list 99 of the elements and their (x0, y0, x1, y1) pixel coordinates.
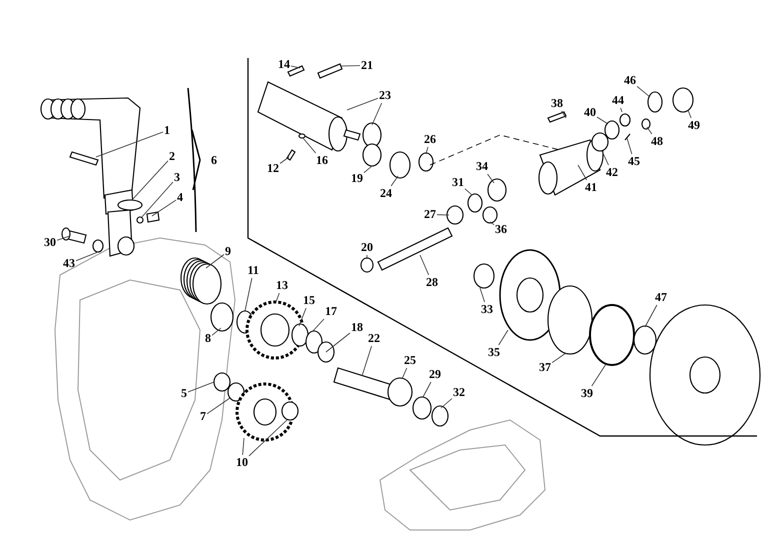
leader-line (602, 150, 609, 166)
callout-number: 41 (585, 180, 597, 194)
callout-number: 3 (174, 170, 180, 184)
leader-line (487, 174, 494, 184)
leader-line (290, 66, 300, 68)
leader-line (646, 126, 652, 134)
leader-line (96, 132, 164, 158)
leader-line (152, 200, 176, 216)
leader-line (390, 176, 398, 186)
callout-number: 48 (651, 134, 663, 148)
callout-number: 37 (539, 360, 551, 374)
leader-line (298, 308, 306, 326)
leader-line (422, 382, 432, 398)
callout-number: 7 (200, 410, 206, 422)
callout-number: 20 (361, 240, 373, 254)
leader-line (420, 254, 430, 276)
leader-line (688, 110, 692, 118)
callout-number: 34 (476, 160, 488, 172)
leader-line (76, 252, 98, 262)
callout-number: 22 (368, 332, 380, 344)
leader-line (248, 420, 288, 456)
callout-number: 46 (624, 74, 636, 86)
leader-line (346, 98, 378, 110)
callout-number: 21 (361, 58, 373, 72)
callout-number: 30 (44, 236, 56, 248)
callout-number: 11 (248, 264, 259, 276)
callout-number: 42 (606, 166, 618, 178)
callout-number: 36 (495, 222, 507, 236)
callout-number: 13 (276, 278, 288, 292)
callout-number: 2 (169, 150, 175, 162)
callout-number: 5 (181, 386, 187, 400)
leader-line (440, 398, 452, 408)
callout-number: 26 (424, 132, 436, 146)
leader-line (620, 108, 622, 112)
callout-number: 10 (236, 456, 248, 468)
leader-line (276, 292, 280, 302)
callout-number: 45 (628, 154, 640, 168)
leader-line (302, 138, 316, 154)
leader-line (402, 368, 408, 380)
leader-line (626, 138, 632, 154)
callout-number: 4 (177, 190, 183, 204)
callout-number: 29 (429, 368, 441, 380)
leader-line (326, 332, 350, 352)
callout-number: 39 (581, 386, 593, 400)
callout-number: 12 (267, 162, 279, 174)
leader-line (280, 156, 290, 164)
callout-number: 32 (453, 386, 465, 398)
leader-line (636, 86, 650, 98)
leader-line (206, 254, 224, 268)
leader-line (140, 182, 174, 218)
callout-number: 9 (225, 244, 231, 258)
leader-line (426, 146, 428, 154)
leader-line (498, 330, 508, 346)
leader-line (552, 352, 566, 364)
callout-number: 27 (424, 208, 436, 220)
callout-number: 44 (612, 94, 624, 106)
callout-number: 23 (379, 88, 391, 102)
callout-number: 8 (205, 332, 211, 344)
leader-line (372, 102, 382, 126)
callout-number: 35 (488, 346, 500, 358)
leader-line (132, 160, 168, 200)
leader-line (464, 188, 472, 196)
callout-number: 1 (164, 124, 170, 136)
callout-number: 18 (351, 320, 363, 334)
leader-line (206, 398, 230, 414)
leader-line (362, 346, 372, 376)
callout-number: 14 (278, 58, 290, 70)
leader-line (188, 382, 214, 392)
callout-number: 15 (303, 294, 315, 306)
leader-line (244, 278, 252, 312)
leader-line (591, 364, 606, 386)
callout-number: 16 (316, 154, 328, 166)
callout-number: 47 (655, 290, 667, 304)
leader-line (596, 116, 608, 124)
leader-line (364, 166, 372, 174)
callout-number: 49 (688, 118, 700, 132)
callout-number: 33 (481, 302, 493, 316)
leader-line (480, 288, 485, 302)
callout-number: 28 (426, 276, 438, 288)
callout-number: 6 (211, 154, 217, 166)
leader-line (340, 65, 360, 66)
callout-number: 25 (404, 354, 416, 366)
callout-number: 40 (584, 106, 596, 118)
leader-line (366, 254, 368, 260)
leader-line (56, 236, 70, 241)
leader-line (578, 164, 588, 180)
leader-line (490, 222, 494, 226)
callout-number: 31 (452, 176, 464, 188)
leader-line (242, 438, 244, 456)
leader-line (561, 110, 566, 118)
callout-number: 43 (63, 256, 75, 270)
leader-line (312, 318, 324, 332)
callout-number: 17 (325, 304, 337, 318)
callout-number: 38 (551, 96, 563, 110)
callout-number: 19 (351, 172, 363, 184)
leader-line (436, 214, 450, 216)
leader-line (644, 304, 658, 328)
leader-line (212, 328, 222, 336)
callout-number: 24 (380, 186, 392, 200)
